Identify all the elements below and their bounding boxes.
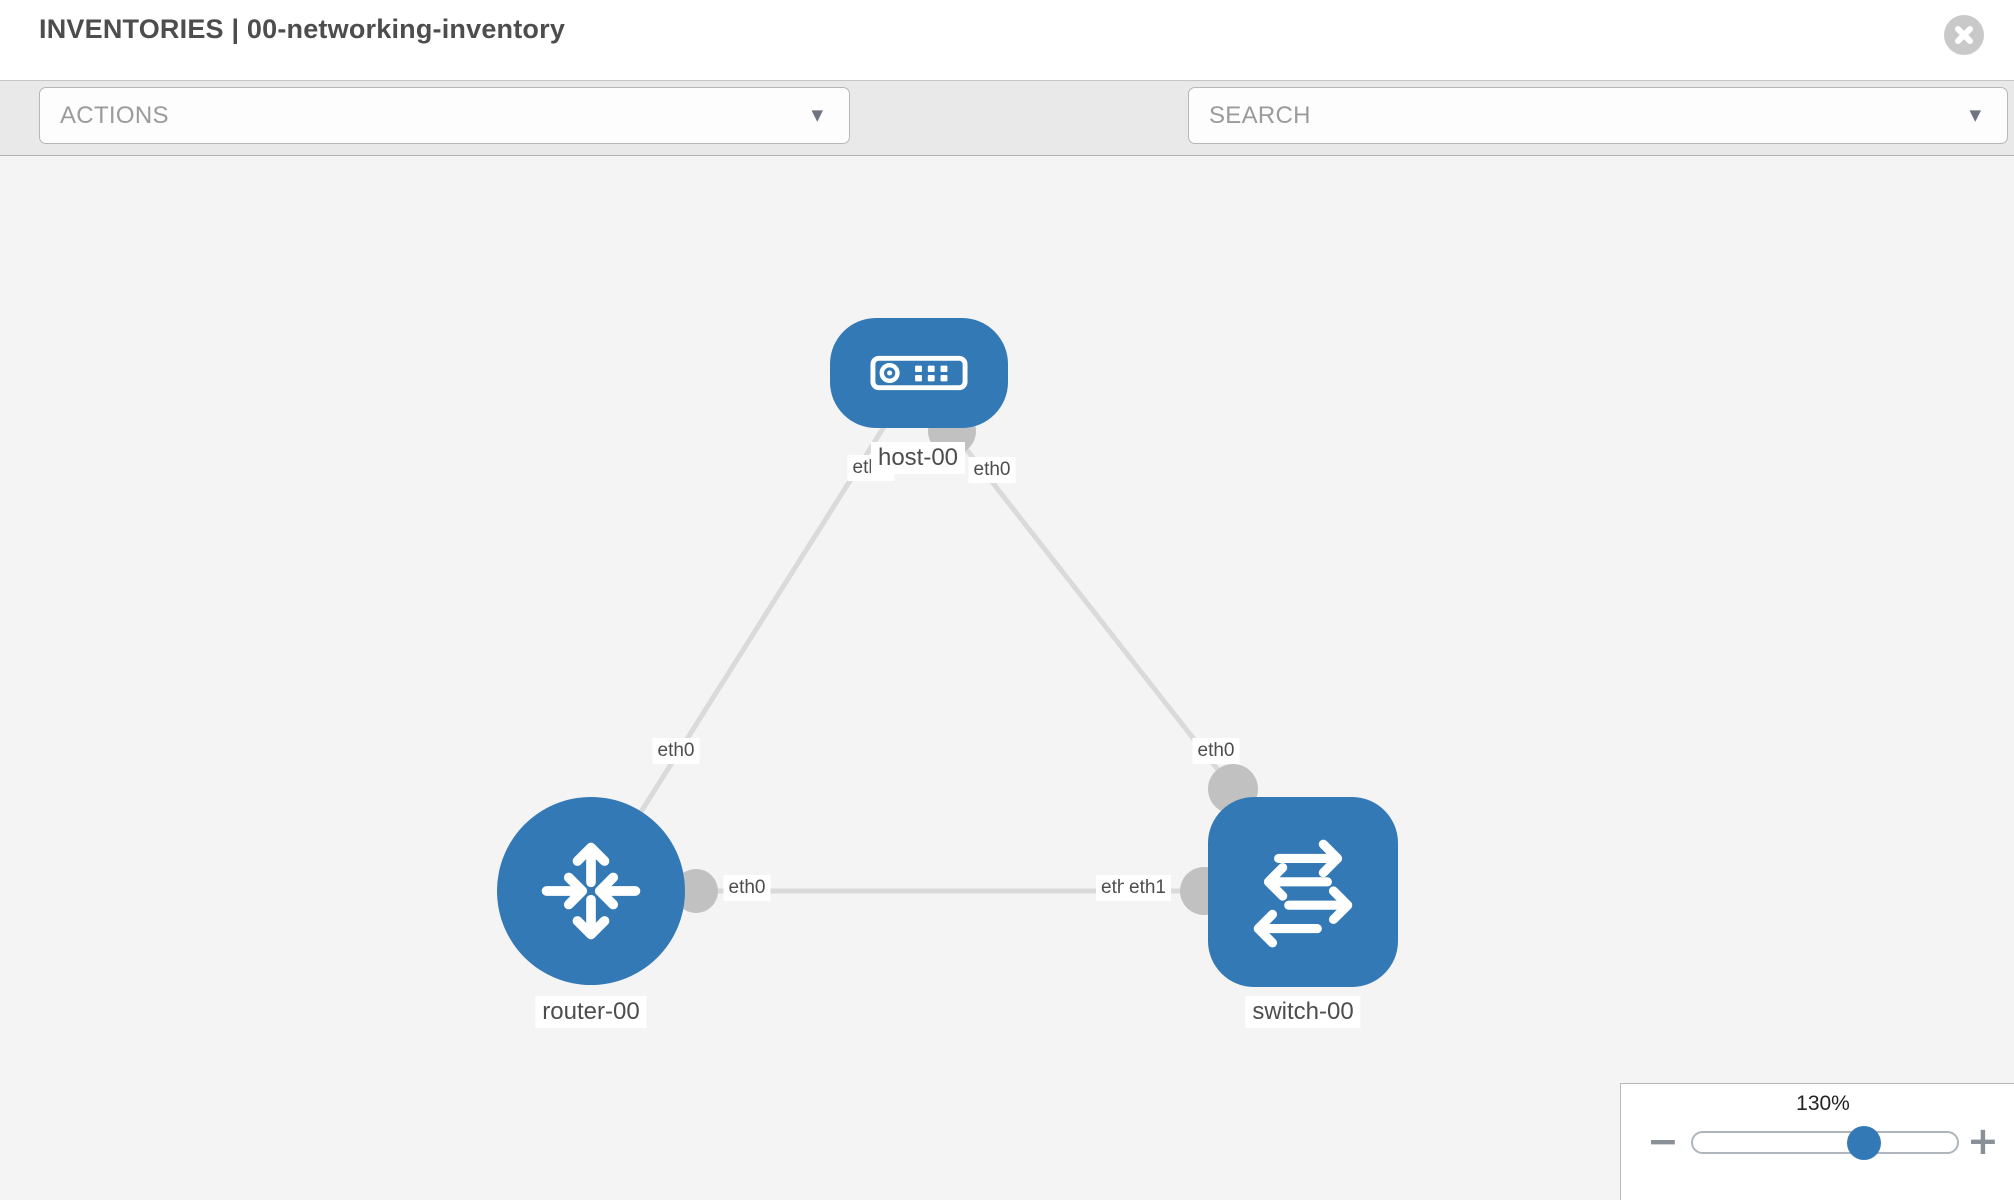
close-icon bbox=[1955, 26, 1973, 44]
link-line-host-switch[interactable] bbox=[950, 429, 1235, 791]
zoom-out-button[interactable]: − bbox=[1647, 1119, 1679, 1163]
zoom-in-button[interactable]: + bbox=[1967, 1119, 1999, 1163]
interface-label-router-eth0-top: eth0 bbox=[652, 738, 700, 764]
interface-label-switch-eth0-top: eth0 bbox=[1192, 738, 1240, 764]
router-icon bbox=[541, 842, 641, 940]
chevron-down-icon: ▼ bbox=[1969, 106, 1981, 124]
node-label-host-00: host-00 bbox=[870, 442, 966, 474]
interface-label-host-eth0-right: eth0 bbox=[968, 457, 1016, 483]
search-placeholder: SEARCH bbox=[1209, 102, 1311, 129]
node-label-switch-00: switch-00 bbox=[1245, 996, 1361, 1028]
node-label-router-00: router-00 bbox=[535, 996, 647, 1028]
node-host-00[interactable] bbox=[830, 318, 1008, 428]
page-title: INVENTORIES | 00-networking-inventory bbox=[39, 14, 566, 44]
actions-dropdown[interactable]: ACTIONS ▼ bbox=[39, 87, 850, 144]
window-header: INVENTORIES | 00-networking-inventory bbox=[0, 0, 2014, 80]
actions-dropdown-label: ACTIONS bbox=[60, 102, 169, 129]
topology-canvas[interactable]: eth0 eth0 eth0 eth0 eth0 eth0 eth1 host-… bbox=[0, 156, 2014, 1200]
interface-port-router-eth0[interactable] bbox=[674, 869, 718, 913]
toolbar: ACTIONS ▼ SEARCH ▼ bbox=[0, 80, 2014, 217]
search-dropdown[interactable]: SEARCH ▼ bbox=[1188, 87, 2008, 144]
switch-icon bbox=[1253, 839, 1353, 948]
zoom-slider-track[interactable] bbox=[1691, 1131, 1959, 1154]
node-router-00[interactable] bbox=[497, 797, 685, 985]
close-button[interactable] bbox=[1944, 15, 1984, 55]
chevron-down-icon: ▼ bbox=[811, 106, 823, 124]
zoom-level: 130% bbox=[1796, 1092, 1850, 1115]
host-icon bbox=[870, 355, 968, 391]
zoom-slider-handle[interactable] bbox=[1847, 1126, 1881, 1160]
node-switch-00[interactable] bbox=[1208, 797, 1398, 987]
topology-links-layer bbox=[588, 371, 1258, 915]
interface-label-switch-eth1-left: eth1 bbox=[1124, 875, 1171, 901]
interface-label-router-eth0-right: eth0 bbox=[723, 875, 771, 901]
zoom-control-panel: 130% − + bbox=[1620, 1083, 2014, 1200]
